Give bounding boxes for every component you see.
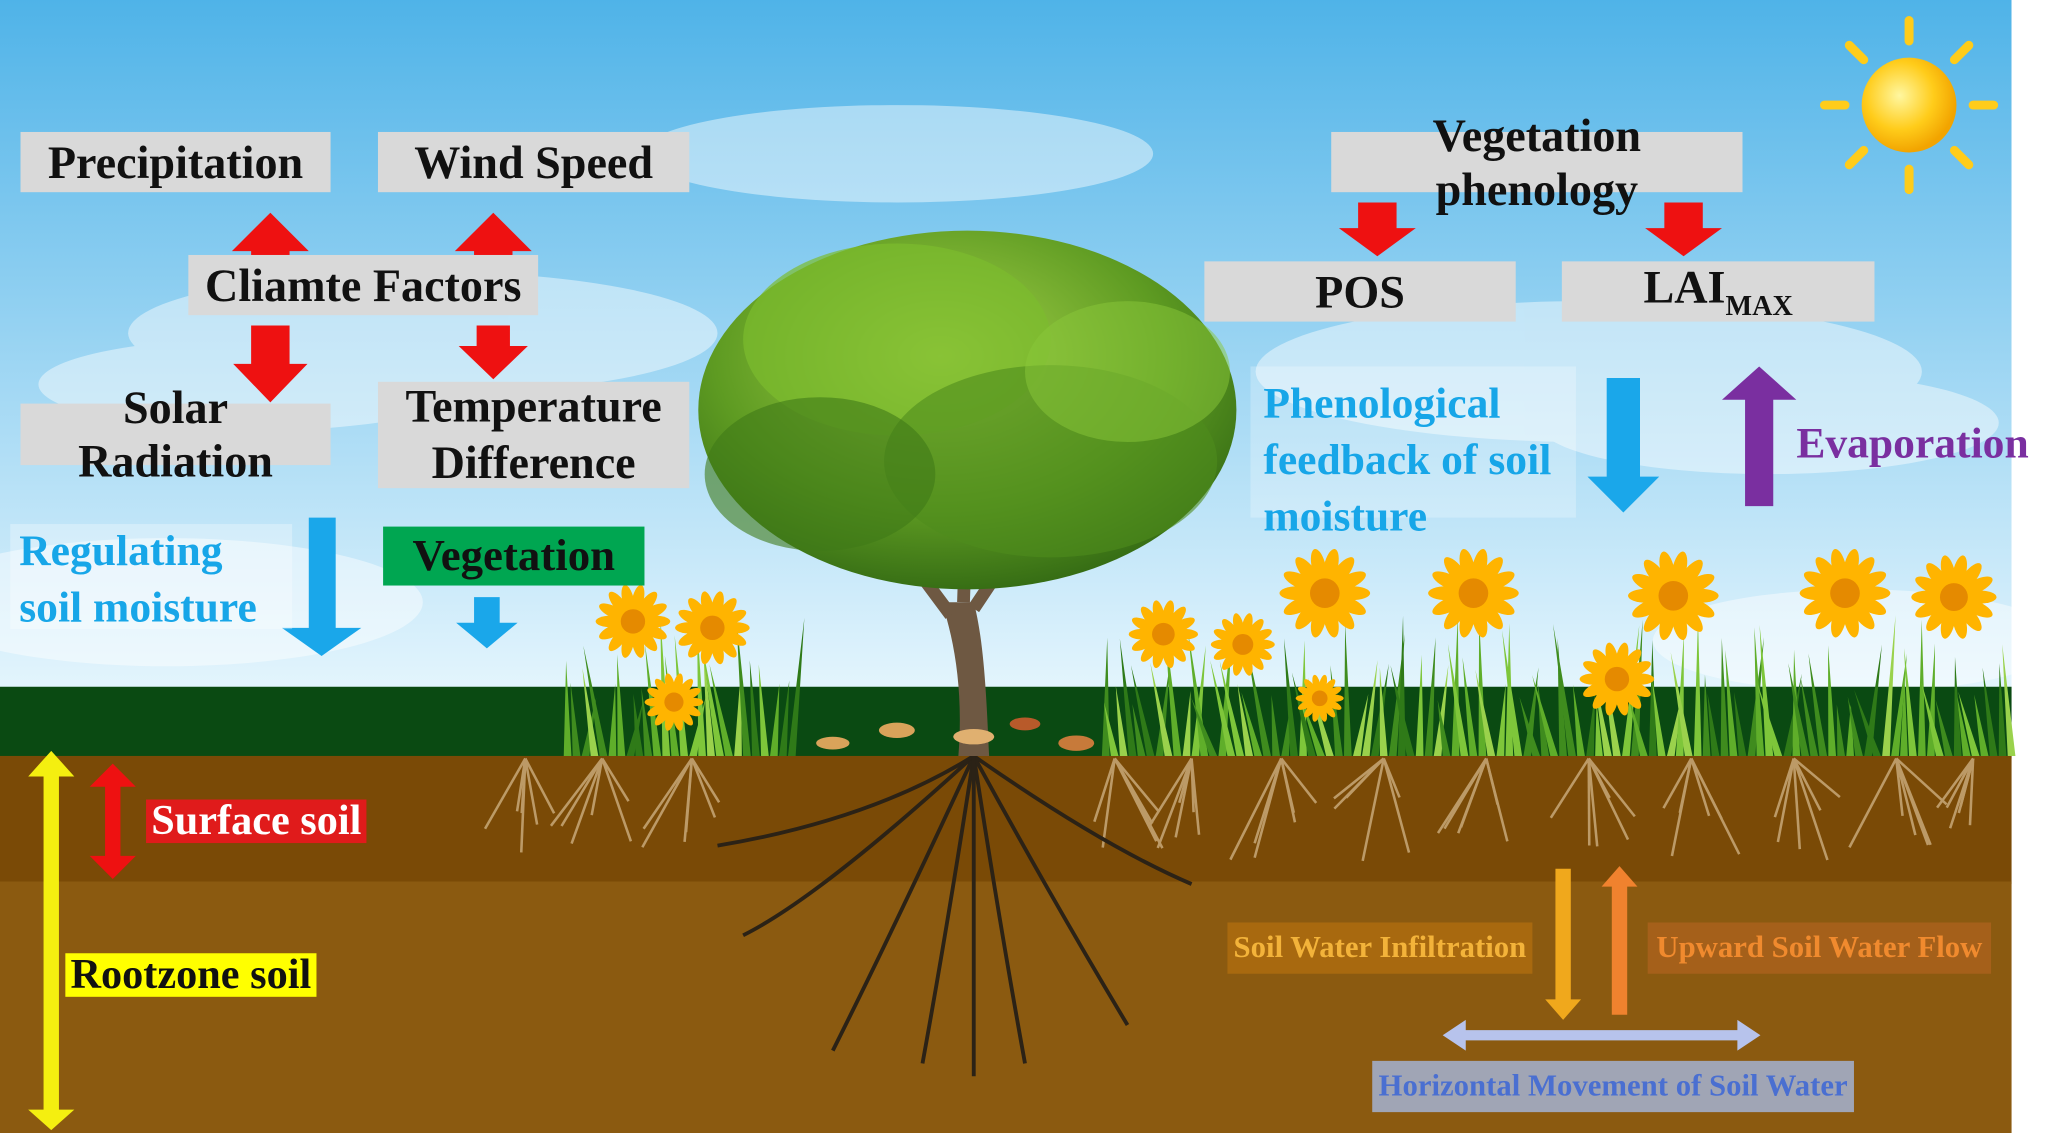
pos-label: POS [1315,265,1405,318]
soil-water-infiltration-box: Soil Water Infiltration [1227,922,1533,974]
arrow-surface-depth [89,763,136,879]
horizontal-movement-label: Horizontal Movement of Soil Water [1378,1069,1848,1103]
climate-factors-label: Cliamte Factors [205,259,522,311]
vegetation-phenology-box: Vegetation phenology [1331,110,1743,215]
arrow-horizontal-movement [1442,1019,1761,1051]
precipitation-box: Precipitation [20,131,331,193]
arrow-up-soil-flow [1601,866,1638,1015]
precipitation-label: Precipitation [47,136,304,188]
soil-water-infiltration-label: Soil Water Infiltration [1233,930,1527,965]
solar-radiation-label: Solar Radiation [78,381,273,487]
evaporation-label: Evaporation [1796,420,2029,468]
grass-icon [563,615,2016,756]
tree-icon [698,230,1237,1077]
lai-max-label: LAIMAX [1643,261,1793,322]
upward-soil-water-flow-box: Upward Soil Water Flow [1647,922,1992,974]
right-margin [2011,0,2050,1133]
temperature-difference-label: Temperature Difference [405,380,662,488]
arrow-down-pos [1338,202,1416,257]
arrow-down-vegetation [456,597,518,649]
vegetation-box: Vegetation [383,526,645,586]
vegetation-label: Vegetation [412,530,616,581]
solar-radiation-box: Solar Radiation [20,382,331,487]
upward-soil-water-flow-label: Upward Soil Water Flow [1656,930,1983,965]
pos-box: POS [1204,261,1516,322]
regulating-soil-moisture-label: Regulating soil moisture [10,524,293,632]
vegetation-phenology-label: Vegetation phenology [1432,109,1642,215]
wind-speed-box: Wind Speed [377,131,690,193]
flower-icon [595,548,1997,731]
arrow-down-feedback [1587,377,1660,513]
root-icon [483,757,1975,862]
arrow-down-lai [1645,202,1722,257]
arrow-up-evaporation [1722,366,1797,507]
sun-icon [1820,16,1999,195]
climate-factors-box: Cliamte Factors [188,254,539,316]
lai-max-subscript: MAX [1725,289,1793,322]
arrow-rootzone-depth [28,750,75,1131]
lai-max-box: LAIMAX [1561,261,1875,322]
arrow-down-temperature [458,325,528,380]
phenological-feedback-label: Phenological feedback of soil moisture [1250,366,1576,541]
rootzone-soil-label: Rootzone soil [65,953,317,997]
arrow-down-infiltration [1545,868,1582,1020]
surface-soil-label: Surface soil [146,799,367,844]
horizontal-movement-box: Horizontal Movement of Soil Water [1372,1060,1854,1113]
temperature-difference-box: Temperature Difference [377,380,690,489]
arrow-down-solar [233,325,308,403]
arrow-down-regulating [281,517,362,656]
wind-speed-label: Wind Speed [414,136,654,188]
